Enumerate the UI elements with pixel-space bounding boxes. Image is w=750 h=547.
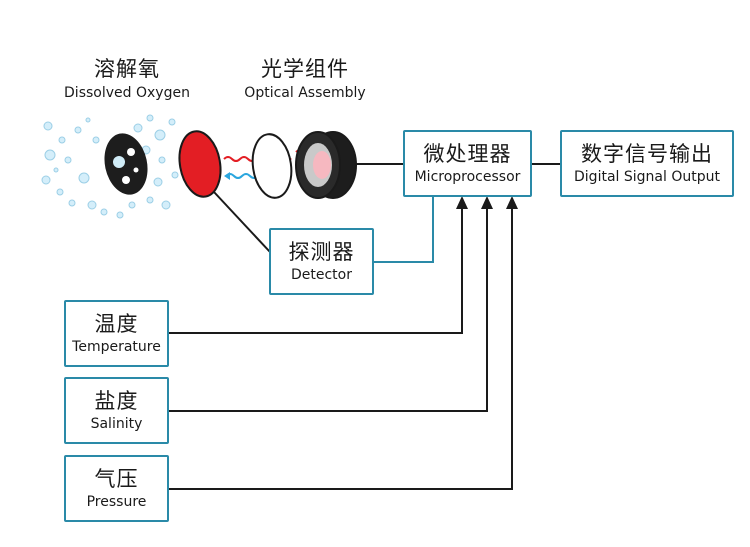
digital-output-box: 数字信号输出 Digital Signal Output bbox=[560, 130, 734, 197]
oxygen-bubbles-icon bbox=[41, 114, 179, 219]
optical-assembly-en: Optical Assembly bbox=[244, 85, 366, 101]
detector-link bbox=[373, 196, 434, 263]
detector-zh: 探测器 bbox=[288, 239, 355, 264]
pressure-box: 气压 Pressure bbox=[64, 455, 169, 522]
temperature-zh: 温度 bbox=[94, 311, 139, 336]
pressure-zh: 气压 bbox=[94, 466, 139, 491]
arrowheads bbox=[456, 196, 518, 209]
microprocessor-box: 微处理器 Microprocessor bbox=[403, 130, 532, 197]
dissolved-oxygen-caption: 溶解氧 Dissolved Oxygen bbox=[52, 56, 202, 102]
detector-box: 探测器 Detector bbox=[269, 228, 374, 295]
digital-output-en: Digital Signal Output bbox=[574, 168, 720, 185]
microprocessor-en: Microprocessor bbox=[414, 168, 521, 185]
salinity-en: Salinity bbox=[90, 415, 143, 432]
dissolved-oxygen-zh: 溶解氧 bbox=[94, 57, 160, 81]
optical-assembly-caption: 光学组件 Optical Assembly bbox=[230, 56, 380, 102]
temperature-en: Temperature bbox=[72, 338, 161, 355]
optical-assembly-zh: 光学组件 bbox=[261, 57, 349, 81]
microprocessor-zh: 微处理器 bbox=[423, 141, 512, 166]
digital-output-zh: 数字信号输出 bbox=[581, 141, 713, 166]
temperature-box: 温度 Temperature bbox=[64, 300, 169, 367]
red-film-disc-icon bbox=[178, 130, 222, 198]
salinity-box: 盐度 Salinity bbox=[64, 377, 169, 444]
input-lines bbox=[168, 205, 513, 490]
white-lens-disc-icon bbox=[251, 133, 293, 199]
sensor-cap-icon bbox=[104, 133, 148, 195]
pressure-en: Pressure bbox=[86, 493, 147, 510]
salinity-zh: 盐度 bbox=[94, 388, 139, 413]
led-ring-icon bbox=[295, 131, 357, 199]
detector-en: Detector bbox=[290, 266, 352, 283]
dissolved-oxygen-en: Dissolved Oxygen bbox=[64, 85, 190, 101]
